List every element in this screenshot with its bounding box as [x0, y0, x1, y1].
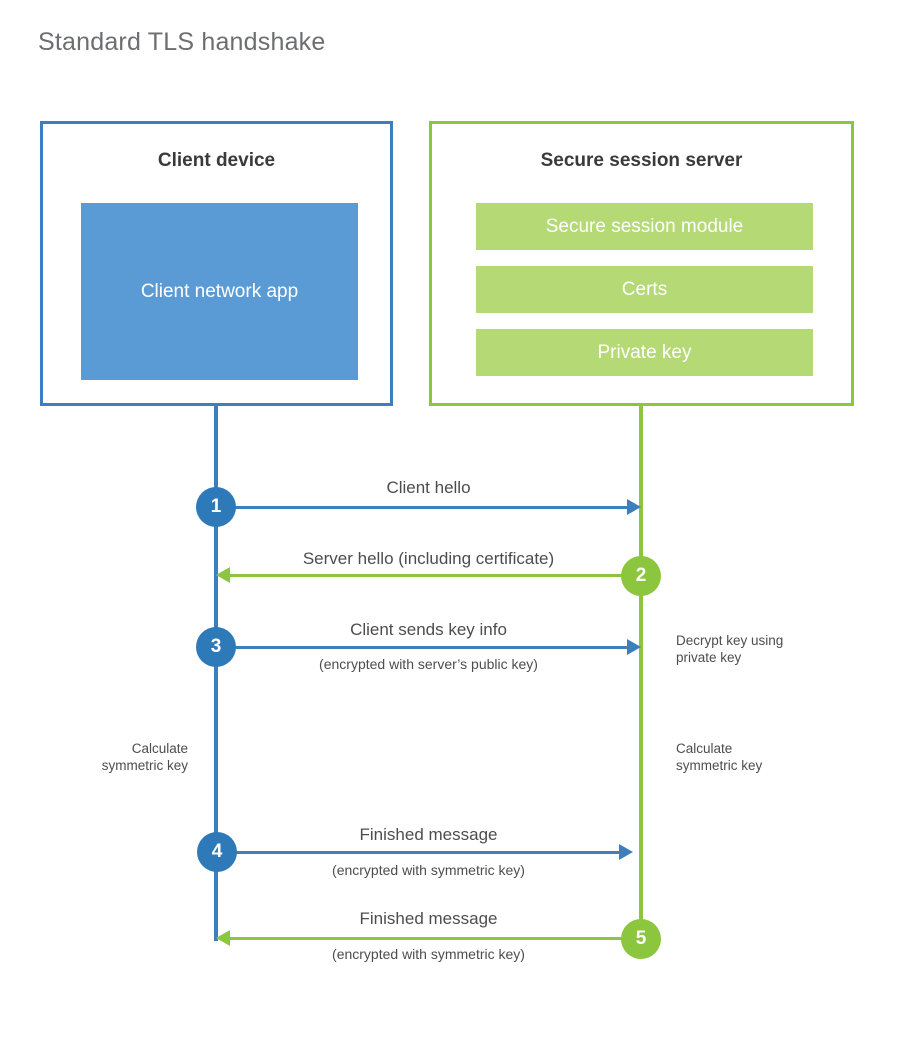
- client-device-box: Client device Client network app: [40, 121, 393, 406]
- client-calculate-note-line1: Calculate: [131, 741, 188, 756]
- server-calculate-note-line2: symmetric key: [676, 758, 763, 774]
- step-1-label: Client hello: [386, 478, 471, 497]
- step-1-arrow-line: [216, 506, 627, 509]
- decrypt-key-note-line1: Decrypt key using: [676, 633, 784, 648]
- step-2-arrow-head: [216, 567, 230, 583]
- step-1-arrow-head: [627, 499, 641, 515]
- step-4-sublabel: (encrypted with symmetric key): [332, 862, 525, 878]
- private-key-block: Private key: [476, 329, 813, 376]
- step-5-sublabel: (encrypted with symmetric key): [332, 946, 525, 962]
- secure-session-server-box: Secure session server Secure session mod…: [429, 121, 854, 406]
- secure-session-server-title: Secure session server: [540, 150, 743, 171]
- step-1-marker[interactable]: 1: [196, 487, 236, 527]
- step-3-marker[interactable]: 3: [196, 627, 236, 667]
- decrypt-key-note-line2: private key: [676, 650, 742, 666]
- client-calculate-note-line2: symmetric key: [101, 758, 188, 774]
- client-device-title: Client device: [157, 150, 276, 171]
- step-4-marker[interactable]: 4: [197, 832, 237, 872]
- step-4-arrow-line: [216, 851, 619, 854]
- step-2-arrow-line: [230, 574, 641, 577]
- step-5-arrow-head: [216, 930, 230, 946]
- server-calculate-note-line1: Calculate: [676, 741, 733, 756]
- step-3-arrow-head: [627, 639, 641, 655]
- step-4-label: Finished message: [359, 825, 498, 844]
- step-5-arrow-line: [230, 937, 641, 940]
- secure-session-module-block: Secure session module: [476, 203, 813, 250]
- server-calculate-symmetric-key-note: Calculate symmetric key: [676, 740, 866, 775]
- page-title: Standard TLS handshake: [38, 28, 326, 56]
- client-lifeline: [214, 406, 218, 941]
- step-5-label: Finished message: [359, 909, 498, 928]
- step-3-arrow-line: [216, 646, 627, 649]
- step-2-marker[interactable]: 2: [621, 556, 661, 596]
- step-2-label: Server hello (including certificate): [302, 549, 555, 568]
- certs-block: Certs: [476, 266, 813, 313]
- step-4-arrow-head: [619, 844, 633, 860]
- step-5-marker[interactable]: 5: [621, 919, 661, 959]
- client-calculate-symmetric-key-note: Calculate symmetric key: [20, 740, 188, 775]
- client-network-app-block: Client network app: [81, 203, 358, 380]
- decrypt-key-note: Decrypt key using private key: [676, 632, 866, 667]
- server-lifeline: [639, 406, 643, 941]
- step-3-label: Client sends key info: [350, 620, 507, 639]
- step-3-sublabel: (encrypted with server’s public key): [319, 656, 538, 672]
